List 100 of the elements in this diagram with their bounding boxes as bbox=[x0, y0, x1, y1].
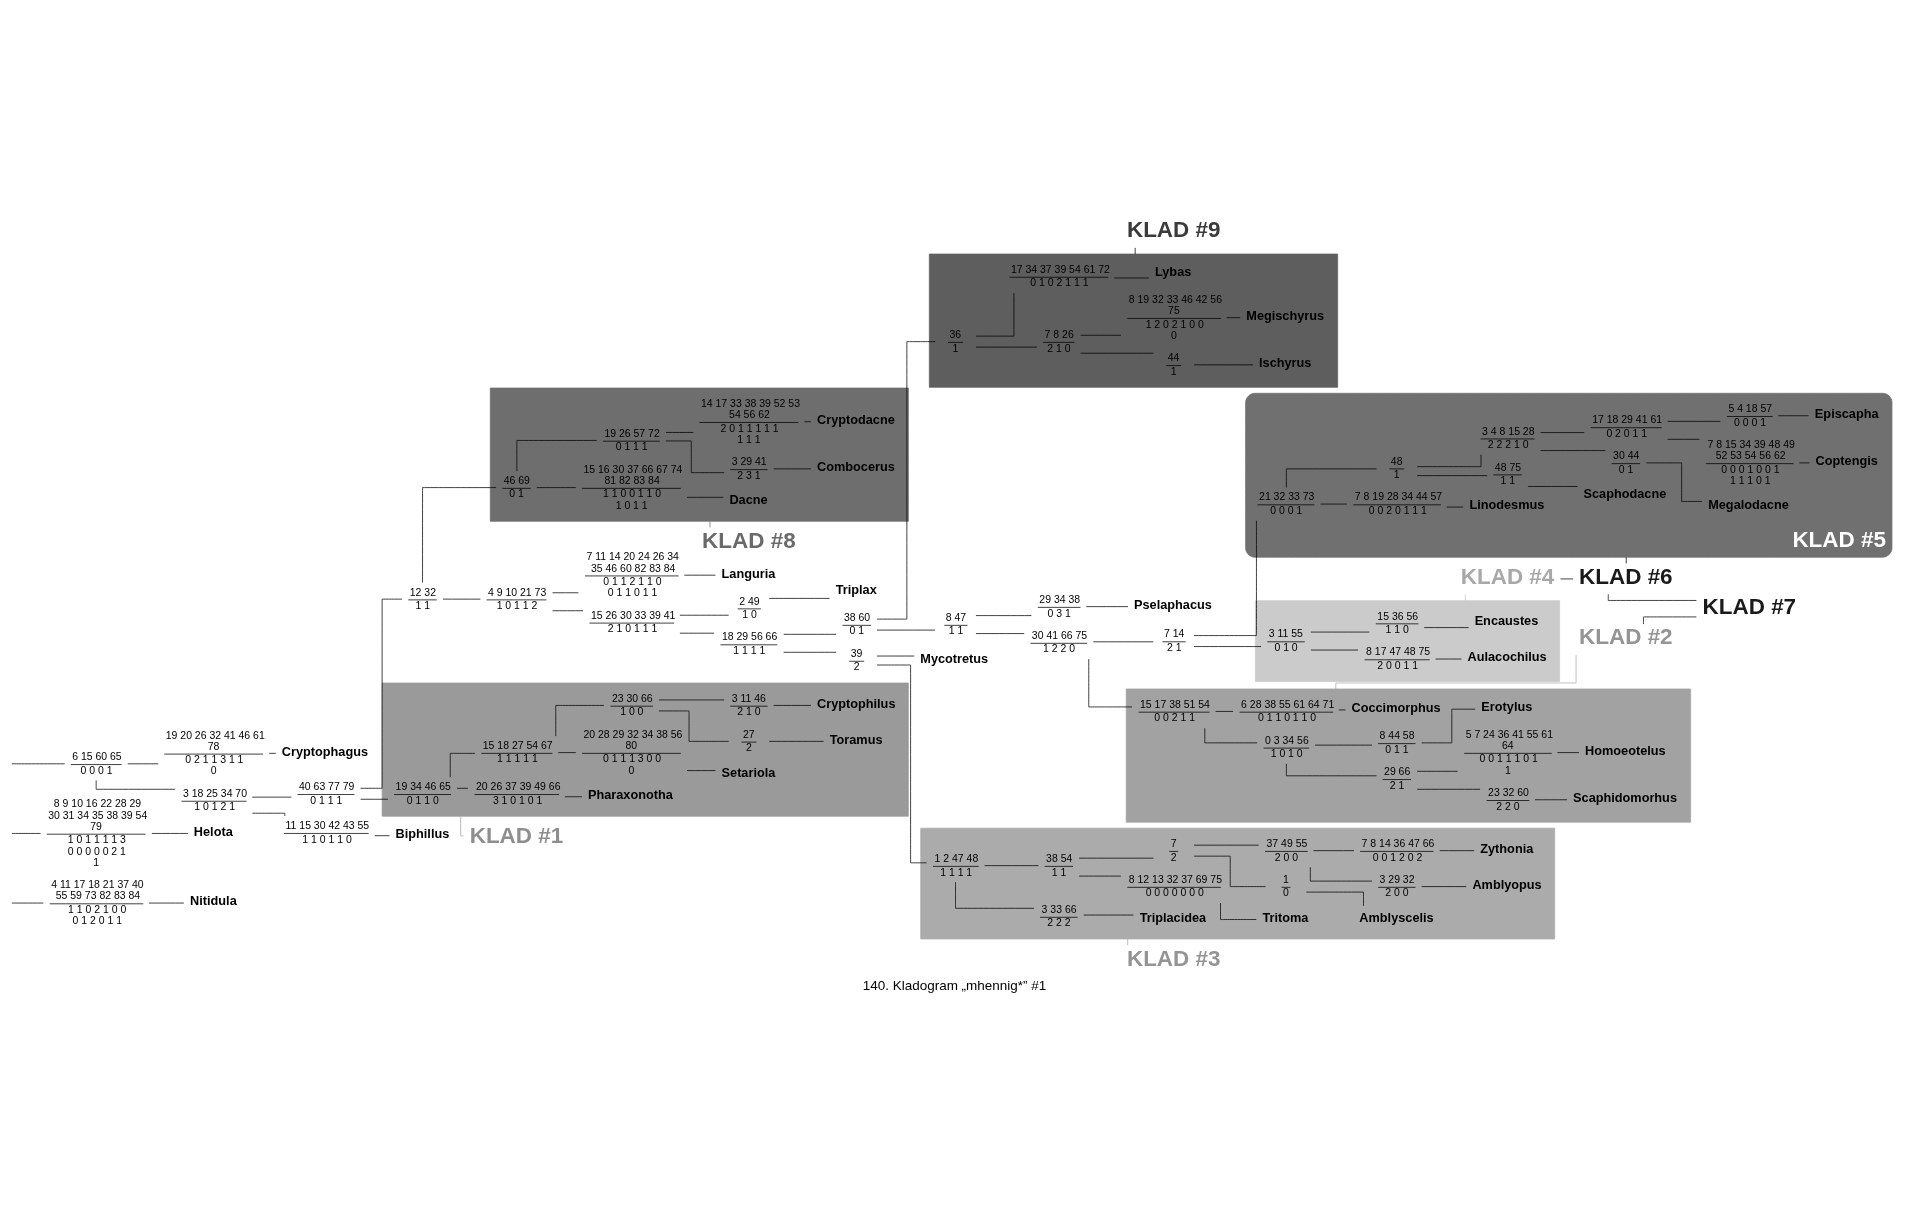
node-text: Aulacochilus bbox=[1467, 648, 1547, 664]
connector bbox=[1607, 593, 1697, 601]
node-text: 18 29 56 66 1 1 1 1 bbox=[721, 630, 778, 656]
connector bbox=[449, 752, 476, 777]
node-text: 8 12 13 32 37 69 75 0 0 0 0 0 0 0 bbox=[1128, 873, 1222, 898]
connector bbox=[665, 440, 725, 473]
node-text: 4 9 10 21 73 1 0 1 1 2 bbox=[488, 586, 547, 611]
node-text: 15 16 30 37 66 67 74 81 82 83 84 1 1 0 0 1 1 0 1 0 1 1 bbox=[583, 463, 683, 511]
node-text: 8 47 1 1 bbox=[945, 611, 967, 636]
cluster bbox=[928, 253, 1339, 388]
node-text: Amblyscelis bbox=[1359, 909, 1434, 925]
node-text: Triplax bbox=[835, 581, 877, 597]
node-text: 3 18 25 34 70 1 0 1 2 1 bbox=[182, 787, 248, 812]
connector bbox=[1540, 431, 1585, 433]
connector bbox=[1226, 316, 1241, 318]
connector bbox=[1220, 902, 1257, 920]
node-text: 2 49 1 0 bbox=[739, 595, 760, 620]
node-text: Dacne bbox=[729, 491, 768, 507]
connector bbox=[1557, 751, 1580, 753]
node-text: 48 75 1 1 bbox=[1494, 461, 1522, 486]
node-text: KLAD #4 bbox=[1460, 563, 1555, 589]
connector bbox=[1320, 503, 1348, 504]
node-text: 20 26 37 39 49 66 3 1 0 1 0 1 bbox=[476, 780, 561, 806]
node-text: Megalodacne bbox=[1708, 496, 1789, 512]
connector bbox=[773, 468, 812, 469]
node-text: Pharaxonotha bbox=[587, 786, 673, 802]
connector bbox=[686, 496, 724, 498]
connector bbox=[1314, 744, 1373, 745]
connector bbox=[1667, 420, 1721, 422]
connector bbox=[1527, 485, 1578, 487]
connector bbox=[1416, 788, 1481, 790]
connector bbox=[984, 864, 1039, 866]
node-text: 17 34 37 39 54 61 72 0 1 0 2 1 1 1 bbox=[1010, 263, 1110, 288]
node-text: Cryptophilus bbox=[817, 695, 896, 711]
node-text: 15 36 56 1 1 0 bbox=[1377, 610, 1419, 635]
connector bbox=[1798, 462, 1810, 463]
connector bbox=[1193, 363, 1254, 365]
connector bbox=[975, 346, 1038, 347]
node-text: 8 19 32 33 46 42 56 75 1 2 0 2 1 0 0 0 bbox=[1128, 293, 1222, 341]
connector bbox=[665, 431, 694, 433]
cluster bbox=[920, 827, 1556, 939]
connector bbox=[1113, 277, 1150, 278]
connector bbox=[658, 710, 729, 742]
node-text: 7 8 14 36 47 66 0 0 1 2 0 2 bbox=[1361, 837, 1435, 863]
connector bbox=[804, 420, 812, 422]
node-text: 36 1 bbox=[949, 328, 962, 354]
node-text: 4 11 17 18 21 37 40 55 59 73 82 83 84 1 1 0 2 1 0 0 0 1 2 0 1 1 bbox=[51, 878, 144, 926]
node-text: KLAD #2 bbox=[1579, 623, 1673, 649]
node-text: 29 66 2 1 bbox=[1384, 765, 1411, 791]
node-text: Biphillus bbox=[395, 825, 450, 841]
connector bbox=[773, 704, 812, 706]
connector bbox=[768, 597, 830, 599]
node-text: 29 34 38 0 3 1 bbox=[1039, 593, 1081, 619]
connector bbox=[1286, 468, 1377, 488]
connector bbox=[1080, 334, 1122, 336]
connector bbox=[456, 787, 469, 789]
connector bbox=[955, 881, 1035, 909]
node-text: Triplacidea bbox=[1139, 909, 1207, 925]
node-text: 3 11 55 0 1 0 bbox=[1268, 627, 1303, 653]
connector bbox=[360, 598, 403, 789]
connector bbox=[555, 704, 605, 736]
node-text: KLAD #7 bbox=[1702, 593, 1797, 619]
node-text: 48 1 bbox=[1390, 455, 1403, 480]
connector bbox=[1335, 654, 1577, 689]
node-text: Combocerus bbox=[817, 458, 895, 474]
node-text: 19 20 26 32 41 46 61 78 0 2 1 1 3 1 1 0 bbox=[165, 729, 265, 776]
node-text: 0 3 34 56 1 0 1 0 bbox=[1265, 734, 1309, 759]
node-text: 14 17 33 38 39 52 53 54 56 62 2 0 1 1 1 1 1 1 1 1 bbox=[701, 397, 800, 445]
connector bbox=[1423, 626, 1469, 628]
node-text: 27 2 bbox=[742, 728, 755, 753]
node-text: 30 41 66 75 1 2 2 0 bbox=[1031, 629, 1088, 654]
connector bbox=[1777, 414, 1809, 416]
connector bbox=[709, 520, 711, 528]
connector bbox=[686, 769, 716, 771]
node-text: Helota bbox=[193, 823, 233, 839]
node-text: 3 29 32 2 0 0 bbox=[1379, 873, 1415, 898]
node-text: KLAD #3 bbox=[1126, 945, 1221, 971]
node-text: KLAD #1 bbox=[469, 822, 564, 848]
connector bbox=[1078, 857, 1154, 859]
node-text: 3 11 46 2 1 0 bbox=[731, 692, 766, 717]
node-text: Amblyopus bbox=[1472, 876, 1542, 892]
connector bbox=[360, 798, 389, 800]
node-text: 8 44 58 0 1 1 bbox=[1379, 729, 1415, 755]
connector bbox=[876, 664, 927, 863]
node-text: 7 8 15 34 39 48 49 52 53 54 56 62 0 0 0 1 0 0 1 1 1 1 0 1 bbox=[1707, 438, 1795, 486]
node-text: 30 44 0 1 bbox=[1613, 449, 1640, 475]
node-text: Cryptodacne bbox=[817, 411, 895, 427]
node-text: Scaphodacne bbox=[1583, 485, 1667, 501]
node-text: 3 33 66 2 2 2 bbox=[1041, 903, 1077, 928]
node-text: Ischyrus bbox=[1259, 354, 1312, 370]
connector bbox=[557, 751, 577, 753]
connector bbox=[1667, 438, 1700, 440]
connector bbox=[1421, 885, 1467, 887]
node-text: 15 17 38 51 54 0 0 2 1 1 bbox=[1140, 698, 1210, 723]
node-text: 7 8 26 2 1 0 bbox=[1044, 328, 1074, 354]
connector bbox=[1439, 849, 1475, 851]
node-text: Setariola bbox=[721, 764, 776, 780]
node-text: Nitidula bbox=[190, 892, 237, 908]
connector bbox=[1085, 605, 1129, 607]
node-text: 23 32 60 2 2 0 bbox=[1488, 786, 1529, 812]
